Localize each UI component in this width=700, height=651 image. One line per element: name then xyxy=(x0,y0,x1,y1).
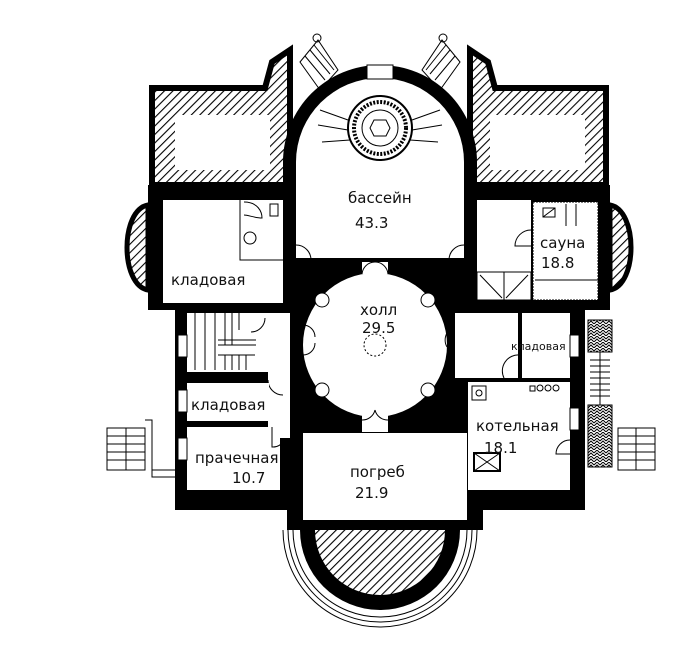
stairs-right xyxy=(587,319,613,468)
hall-center-mark xyxy=(363,333,387,357)
hall-area: 29.5 xyxy=(362,319,395,337)
pool-room xyxy=(295,64,465,261)
internal-stairs xyxy=(194,313,266,370)
exterior-stairs-left xyxy=(106,419,175,478)
corridor-left xyxy=(268,313,290,438)
storage-right-label: кладовая xyxy=(511,340,566,353)
hall-columns xyxy=(314,292,436,398)
wing-right xyxy=(467,44,609,188)
boiler-area: 18.1 xyxy=(484,439,517,457)
storage-top-left-label: кладовая xyxy=(171,271,245,289)
apse-bottom xyxy=(282,529,478,628)
laundry-area: 10.7 xyxy=(232,469,265,487)
sauna-label: сауна xyxy=(540,234,585,252)
cellar-area: 21.9 xyxy=(355,484,388,502)
boiler-room xyxy=(468,382,570,490)
hall-doors[interactable] xyxy=(302,261,448,432)
room-labels: бассейн 43.3 сауна 18.8 кладовая холл 29… xyxy=(171,189,585,502)
bay-window-right xyxy=(607,202,634,293)
shower xyxy=(476,271,532,301)
storage-right-room xyxy=(522,313,570,378)
pool-label: бассейн xyxy=(348,189,412,207)
corridor-right-lower xyxy=(455,313,518,378)
outer-stairs-top xyxy=(299,33,461,91)
wing-left xyxy=(149,44,293,188)
cellar-label: погреб xyxy=(350,463,405,481)
bay-window-left xyxy=(124,202,151,293)
hall-label: холл xyxy=(360,301,397,319)
cellar-room xyxy=(303,433,467,520)
spiral-stair-icon xyxy=(317,95,443,161)
hall-room xyxy=(303,273,447,417)
exterior-stairs-right xyxy=(617,427,656,471)
windows-right xyxy=(569,334,580,431)
laundry-label: прачечная xyxy=(195,449,279,467)
bathroom xyxy=(239,200,283,261)
sauna-area: 18.8 xyxy=(541,254,574,272)
pool-area: 43.3 xyxy=(355,214,388,232)
boiler-label: котельная xyxy=(476,417,559,435)
storage-left-label: кладовая xyxy=(191,396,265,414)
storage-left-room xyxy=(187,383,269,421)
boiler-equipment xyxy=(471,384,571,472)
storage-top-left-room xyxy=(163,200,283,303)
laundry-room xyxy=(187,427,280,490)
windows-left xyxy=(177,334,188,461)
heater-icon xyxy=(542,207,556,218)
